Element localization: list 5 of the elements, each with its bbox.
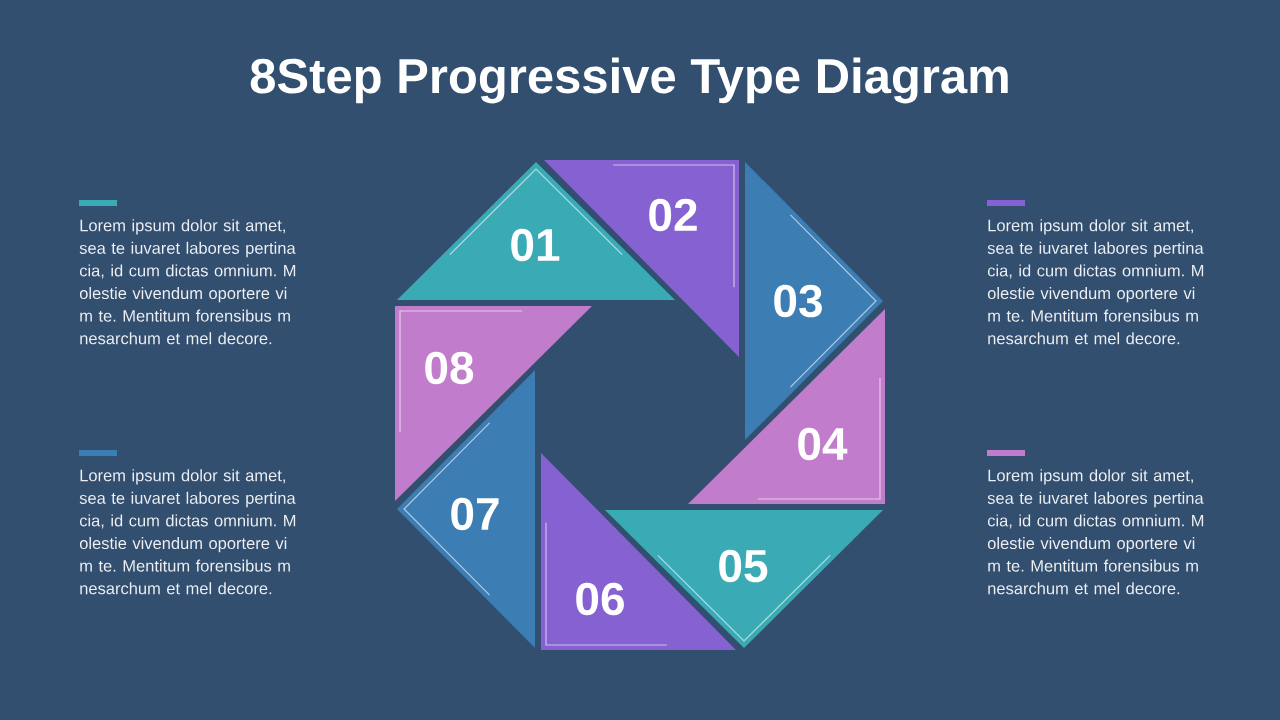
body-text: Lorem ipsum dolor sit amet, sea te iuvaret labores pertina cia, id cum dictas omnium. M olestie vivendum oportere vi m te. Mentitum forensibus m nesarchum et mel decore. (987, 469, 1204, 595)
body-text: Lorem ipsum dolor sit amet, sea te iuvaret labores pertina cia, id cum dictas omnium. M olestie vivendum oportere vi m te. Mentitum forensibus m nesarchum et mel decore. (987, 219, 1204, 345)
body-text: Lorem ipsum dolor sit amet, sea te iuvaret labores pertina cia, id cum dictas omnium. M olestie vivendum oportere vi m te. Mentitum forensibus m nesarchum et mel decore. (79, 469, 296, 595)
body-text: Lorem ipsum dolor sit amet, sea te iuvaret labores pertina cia, id cum dictas omnium. M olestie vivendum oportere vi m te. Mentitum forensibus m nesarchum et mel decore. (79, 219, 296, 345)
title: 8Step Progressive Type Diagram (250, 57, 1008, 104)
